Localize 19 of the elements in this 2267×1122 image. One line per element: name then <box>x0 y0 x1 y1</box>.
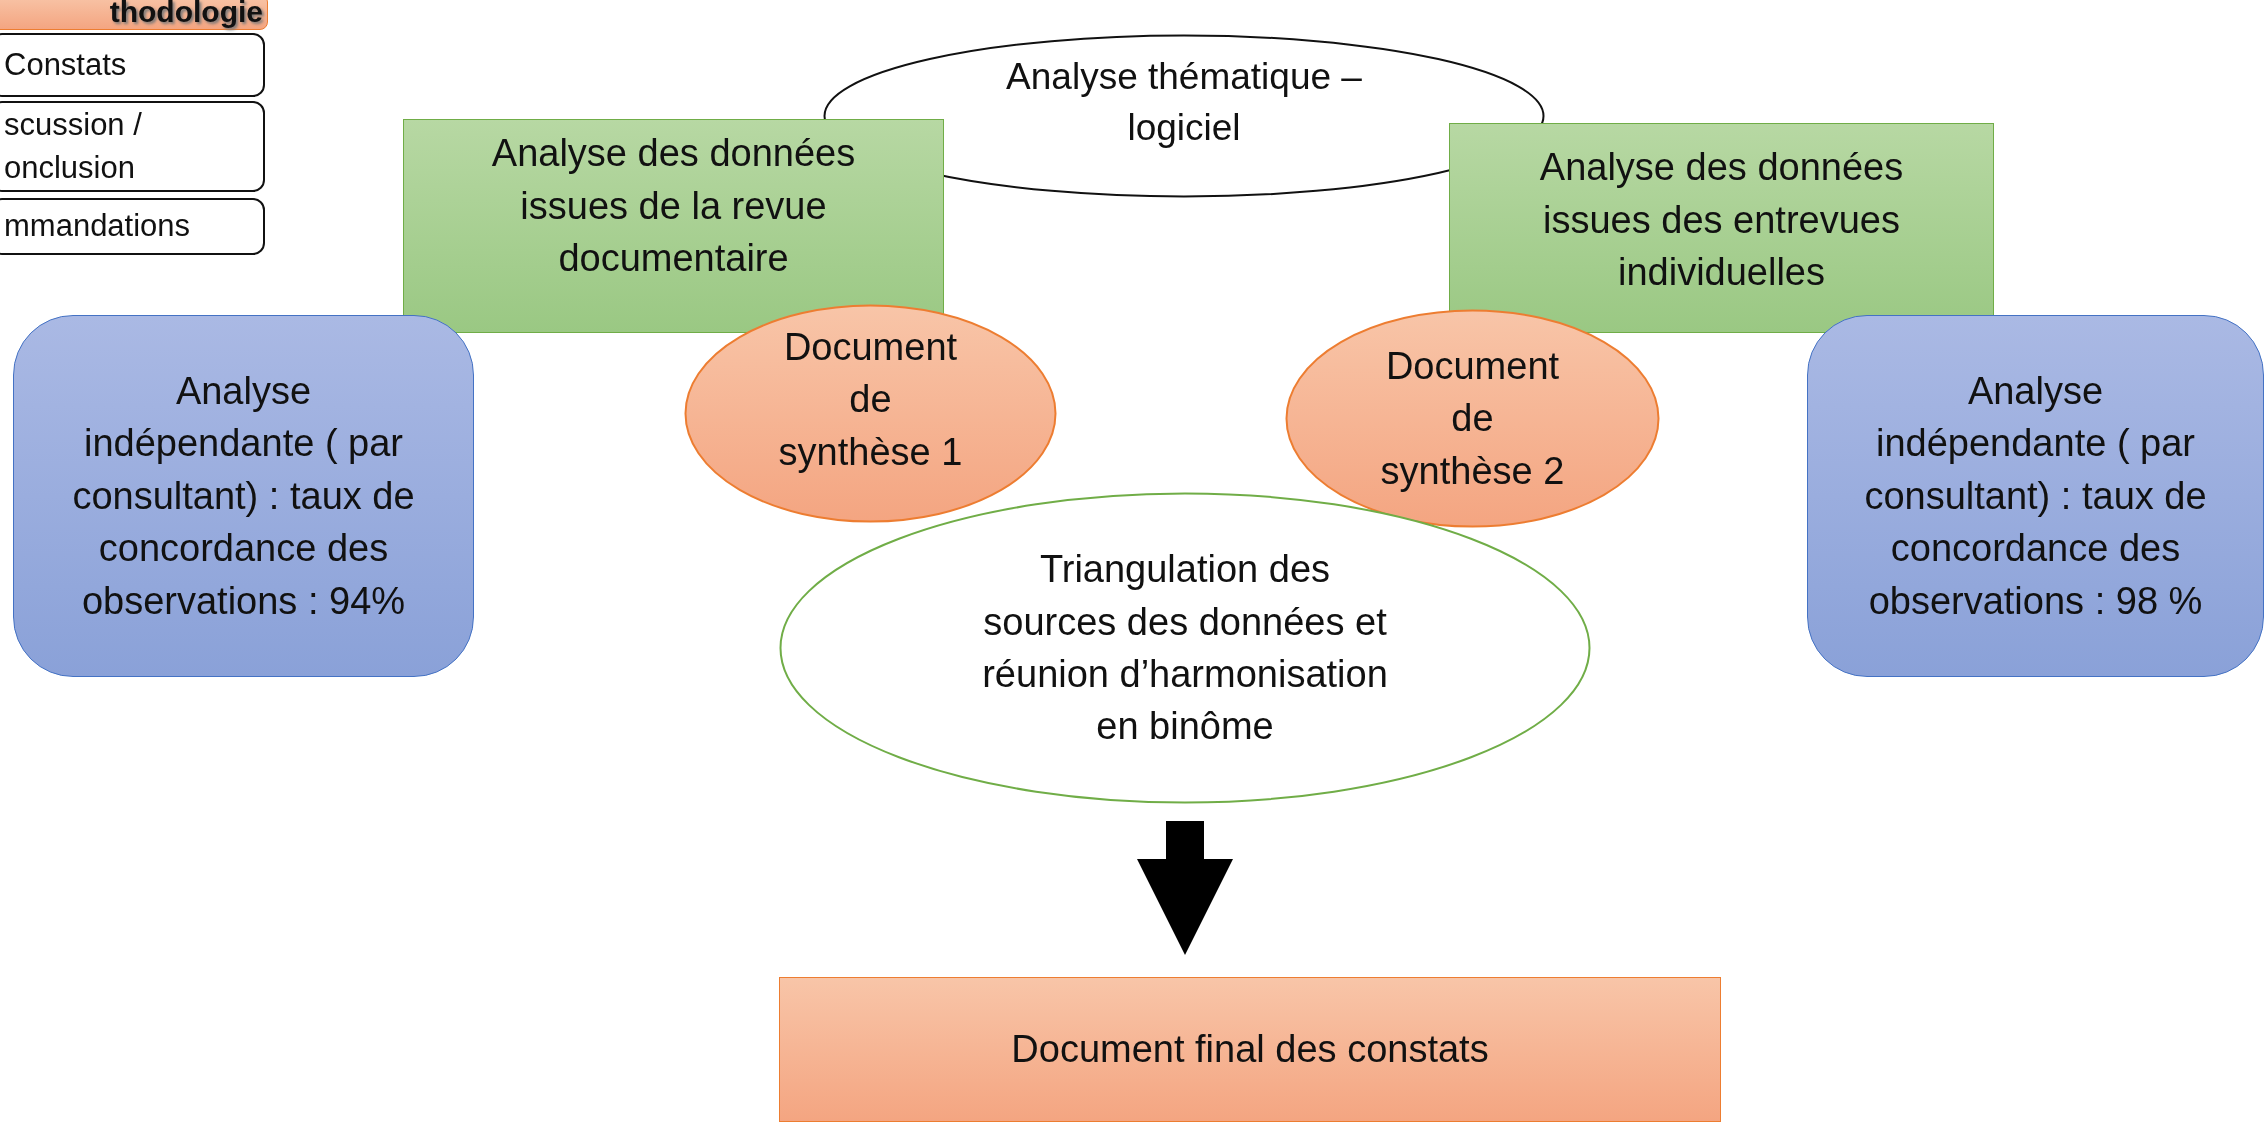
process-box <box>403 119 944 333</box>
box-text: Analyse indépendante ( par consultant) : taux de concordance des observations : 94% <box>71 368 416 624</box>
box-text: Analyse indépendante ( par consultant) : taux de concordance des observations : 98 % <box>1863 368 2208 624</box>
arrow <box>1137 821 1233 955</box>
ellipse-text: Document de synthèse 1 <box>778 324 963 475</box>
ellipse-text: Document de synthèse 2 <box>1380 343 1565 494</box>
box-text: Analyse des données issues des entrevues individuelles <box>1538 145 1905 296</box>
box-text: Document final des constats <box>1010 1027 1490 1073</box>
tab-button: mmandations <box>0 198 265 255</box>
ellipse-text: Analyse thématique – logiciel <box>1005 54 1363 150</box>
tab-button: scussion / onclusion <box>0 101 265 192</box>
process-box <box>1449 123 1994 333</box>
tab-button: Constats <box>0 33 265 97</box>
process-box <box>13 315 474 677</box>
process-box <box>1807 315 2264 677</box>
box-text: Analyse des données issues de la revue documentaire <box>490 131 857 282</box>
process-box <box>779 977 1721 1122</box>
tab-button: thodologie <box>0 0 268 30</box>
ellipse-text: Triangulation des sources des données et réunion d’harmonisation en binôme <box>981 547 1389 750</box>
